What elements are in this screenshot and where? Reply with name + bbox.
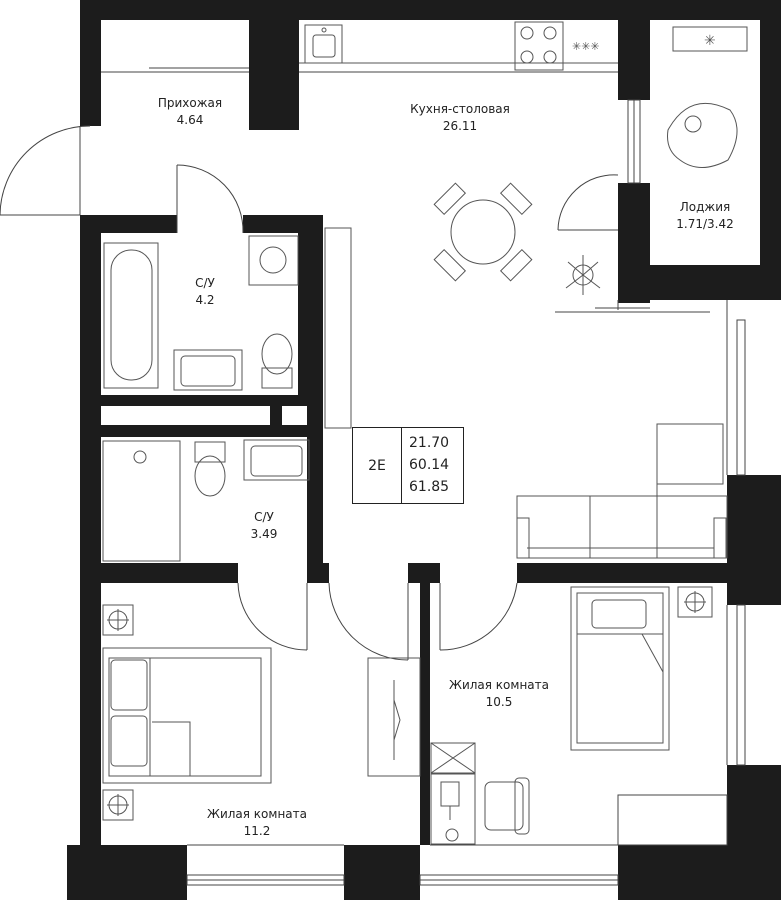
room-label-hallway: Прихожая 4.64 [158, 95, 222, 129]
apartment-areas: 21.70 60.14 61.85 [409, 432, 449, 498]
room-label-kitchen: Кухня-столовая 26.11 [410, 101, 510, 135]
walls [67, 0, 781, 900]
room-area: 1.71/3.42 [676, 217, 734, 231]
svg-text:✳✳✳: ✳✳✳ [572, 40, 600, 53]
room-area: 4.2 [195, 293, 215, 307]
living-area: 21.70 [409, 435, 450, 451]
apartment-code: 2E [353, 428, 402, 503]
windows [101, 67, 746, 886]
room-name: Жилая комната [207, 807, 307, 821]
room-area: 26.11 [442, 119, 478, 133]
fixtures: ✳✳✳ ✳ [102, 21, 748, 845]
apartment-info-card: 2E 21.70 60.14 61.85 [352, 427, 464, 504]
room-label-loggia: Лоджия 1.71/3.42 [676, 199, 733, 233]
room-name: Жилая комната [449, 678, 549, 692]
room-name: С/У [254, 510, 274, 524]
room-name: Кухня-столовая [410, 102, 510, 116]
room-area: 10.5 [485, 695, 513, 709]
room-name: С/У [195, 276, 215, 290]
total-area-with-loggia: 61.85 [409, 479, 450, 495]
room-area: 4.64 [176, 113, 204, 127]
room-label-bedroom-left: Жилая комната 11.2 [207, 806, 307, 840]
room-label-bath1: С/У 4.2 [195, 275, 215, 309]
room-area: 3.49 [250, 527, 278, 541]
svg-text:✳: ✳ [704, 33, 716, 49]
room-label-bath2: С/У 3.49 [251, 509, 278, 543]
total-area: 60.14 [409, 457, 450, 473]
room-name: Прихожая [157, 96, 223, 110]
room-label-bedroom-right: Жилая комната 10.5 [449, 677, 549, 711]
room-name: Лоджия [679, 200, 731, 214]
room-area: 11.2 [243, 824, 271, 838]
